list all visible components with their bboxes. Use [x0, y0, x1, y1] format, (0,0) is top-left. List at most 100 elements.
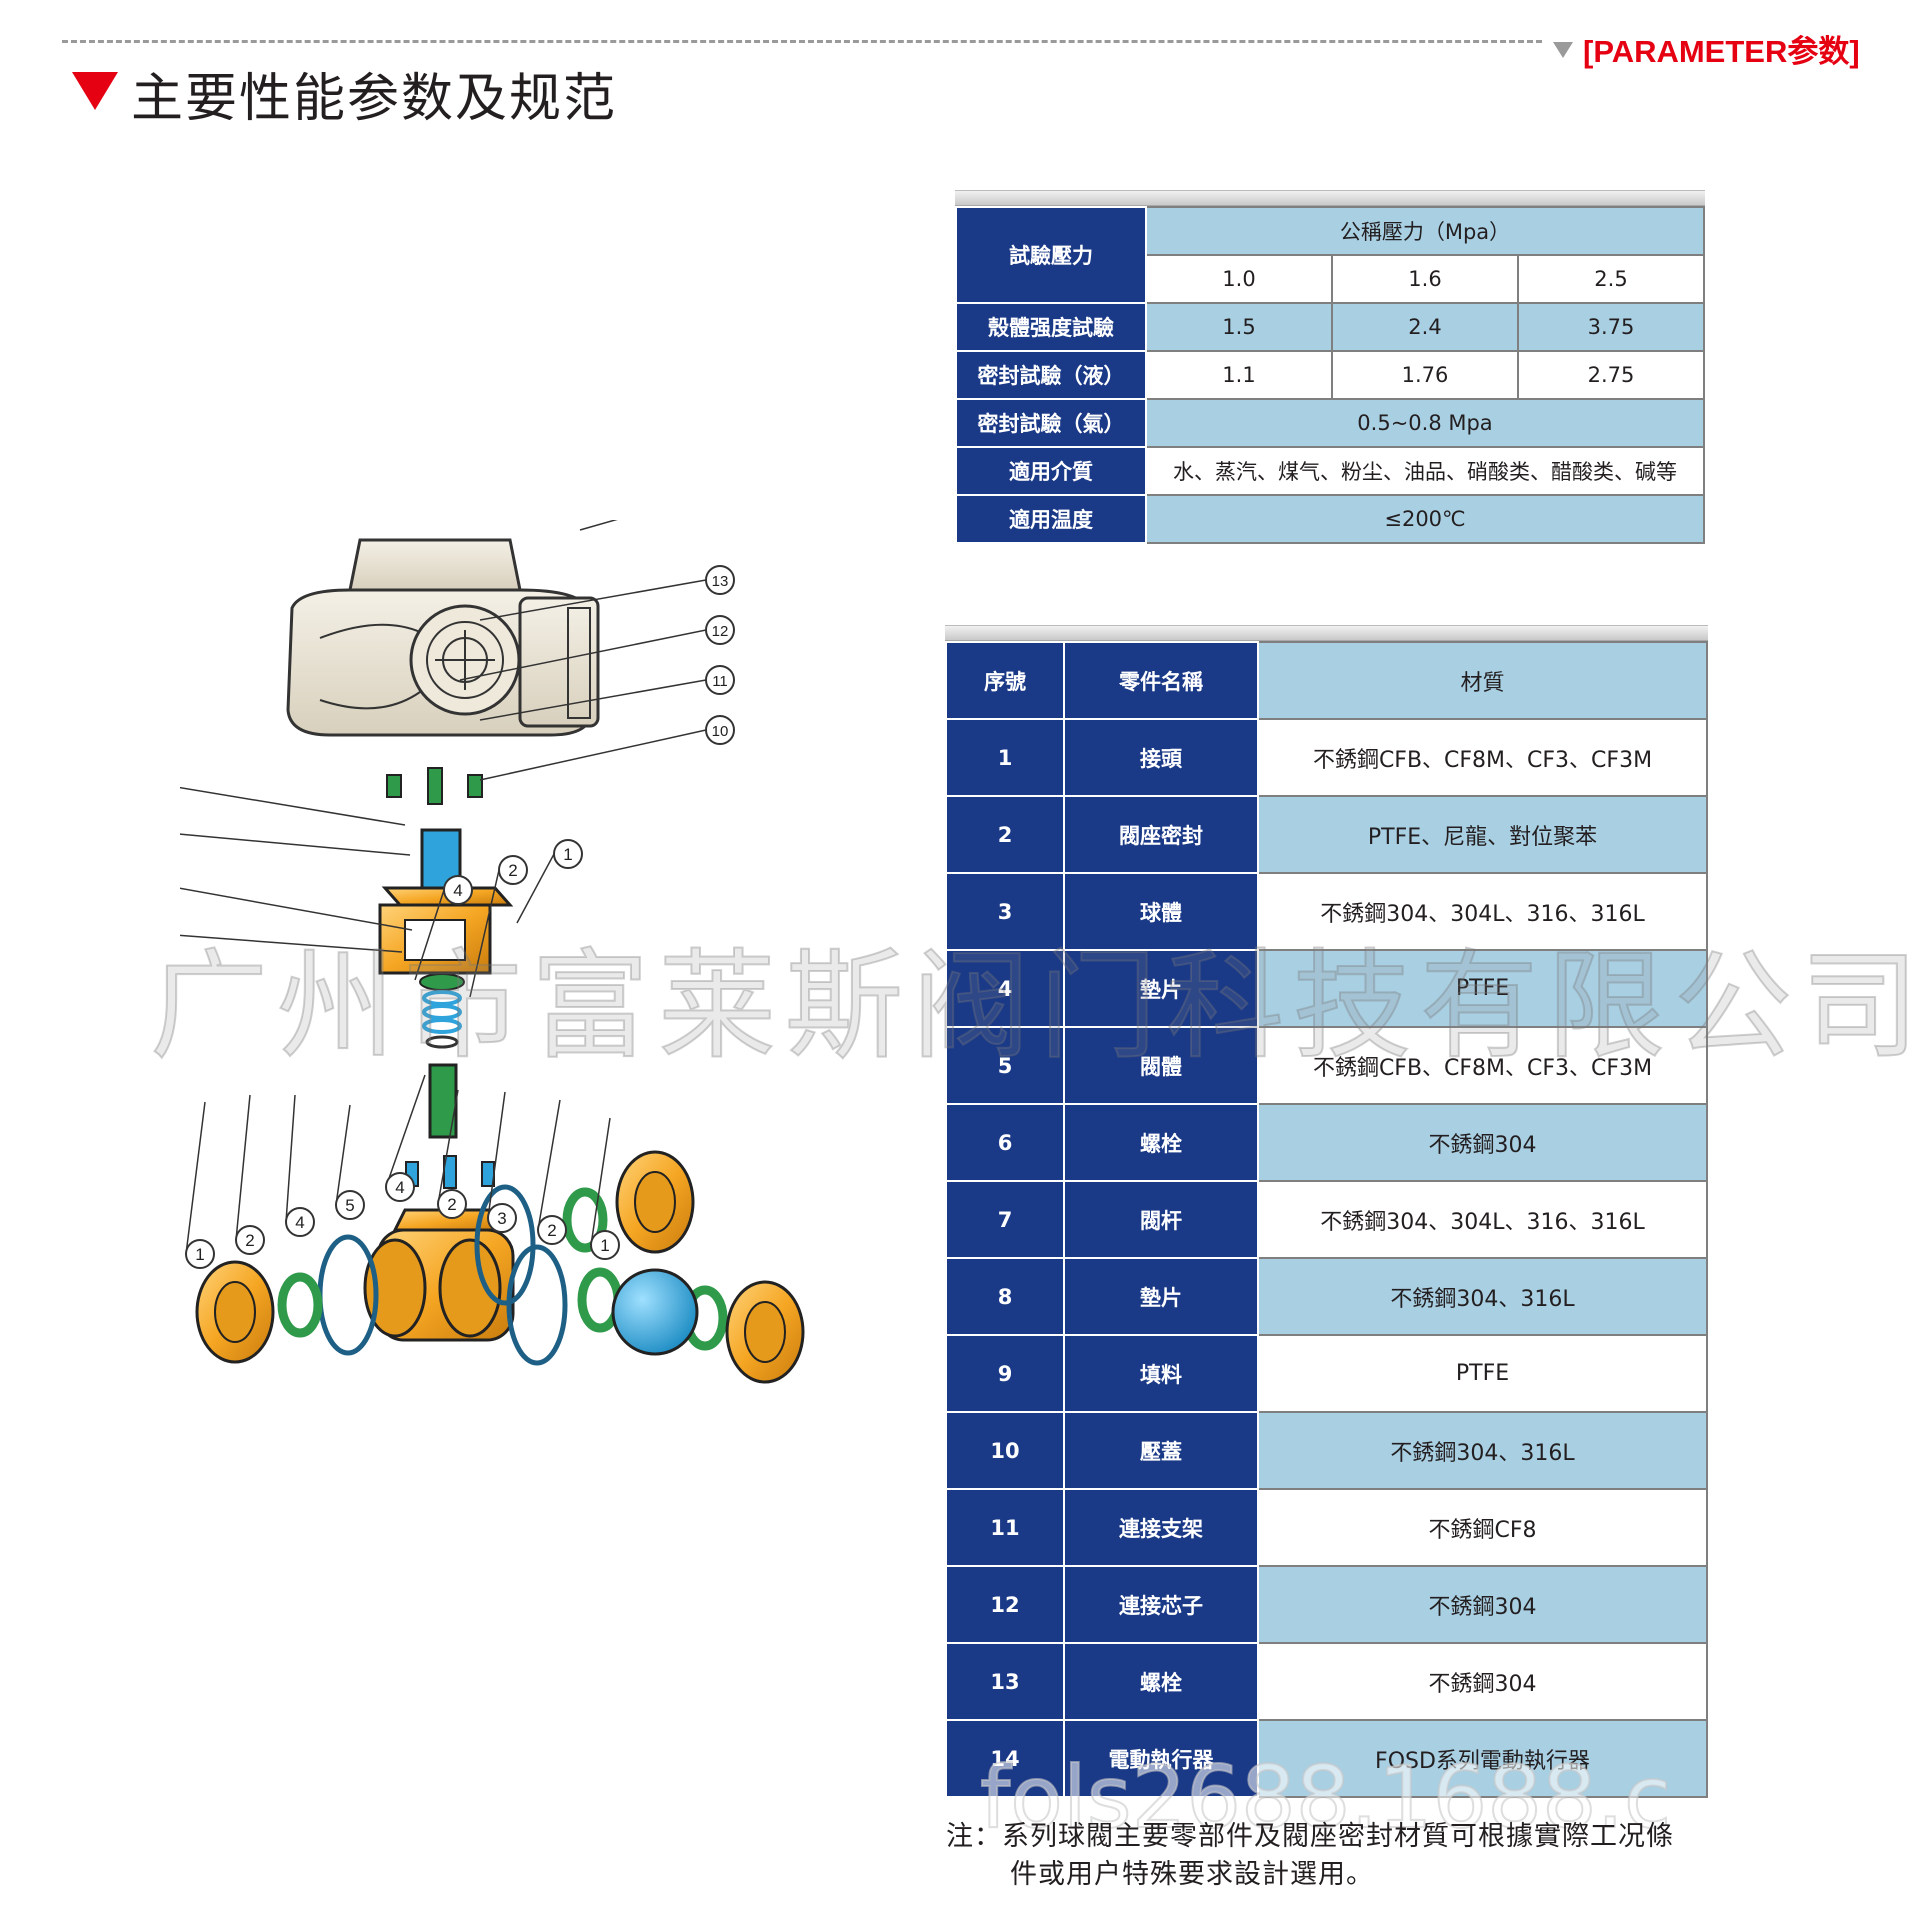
part-callout: 14 — [579, 520, 618, 531]
liquid-seal-value: 1.76 — [1331, 350, 1519, 400]
part-name: 電動執行器 — [1063, 1719, 1259, 1798]
callout-number: 2 — [447, 1195, 456, 1214]
part-no: 3 — [945, 872, 1065, 951]
part-name: 螺栓 — [1063, 1103, 1259, 1182]
part-no: 7 — [945, 1180, 1065, 1259]
part-callout: 4 — [414, 875, 473, 981]
part-no: 10 — [945, 1411, 1065, 1490]
liquid-seal-value: 2.75 — [1517, 350, 1705, 400]
pressure-table-container: 試驗壓力 公稱壓力（Mpa） 1.0 1.6 2.5 殼體强度試驗 1.5 2.… — [955, 190, 1705, 544]
temperature-label: 適用温度 — [955, 494, 1147, 544]
part-callout: 4 — [285, 1094, 315, 1237]
section-marker-icon — [72, 72, 118, 110]
part-material: FOSD系列電動執行器 — [1257, 1719, 1708, 1798]
part-callout: 1 — [185, 1101, 215, 1269]
nominal-value: 2.5 — [1517, 254, 1705, 304]
part-callout: 12 — [459, 615, 735, 681]
header-dashed-rule — [62, 40, 1542, 43]
tag-marker-icon — [1553, 42, 1573, 58]
actuator-bolts — [386, 767, 483, 805]
shell-test-value: 3.75 — [1517, 302, 1705, 352]
nominal-pressure-header: 公稱壓力（Mpa） — [1145, 206, 1705, 256]
part-callout: 1 — [590, 1117, 620, 1260]
callout-number: 1 — [195, 1245, 204, 1264]
part-material: 不銹鋼CF8 — [1257, 1488, 1708, 1567]
exploded-valve-diagram: 14131211109876421124542321 — [180, 520, 805, 1384]
part-callout: 5 — [335, 1104, 365, 1220]
part-material: PTFE、尼龍、對位聚苯 — [1257, 795, 1708, 874]
part-name: 壓蓋 — [1063, 1411, 1259, 1490]
connecting-bracket — [378, 886, 514, 975]
callout-number: 3 — [497, 1209, 506, 1228]
nominal-value: 1.6 — [1331, 254, 1519, 304]
part-no: 14 — [945, 1719, 1065, 1798]
callout-number: 2 — [245, 1231, 254, 1250]
callout-number: 4 — [395, 1178, 404, 1197]
part-name: 球體 — [1063, 872, 1259, 951]
part-material: 不銹鋼304 — [1257, 1565, 1708, 1644]
part-callout: 1 — [516, 839, 583, 924]
valve-body — [363, 1208, 515, 1342]
part-callout: 8 — [180, 833, 411, 856]
body-bolts — [405, 1155, 495, 1189]
shell-test-label: 殼體强度試驗 — [955, 302, 1147, 352]
part-material: 不銹鋼304、316L — [1257, 1257, 1708, 1336]
part-callout: 4 — [385, 1074, 426, 1202]
callout-number: 13 — [712, 573, 729, 590]
part-no: 9 — [945, 1334, 1065, 1413]
callout-number: 10 — [712, 723, 729, 740]
test-pressure-label: 試驗壓力 — [955, 206, 1147, 304]
callout-number: 12 — [712, 623, 729, 640]
part-callout: 6 — [180, 934, 403, 953]
column-header-name: 零件名稱 — [1063, 641, 1259, 720]
valve-ball — [611, 1268, 699, 1356]
part-material: 不銹鋼304、316L — [1257, 1411, 1708, 1490]
part-material: PTFE — [1257, 949, 1708, 1028]
gland-and-packing — [419, 973, 465, 1049]
part-material: 不銹鋼304 — [1257, 1103, 1708, 1182]
page-title: 主要性能参数及规范 — [131, 69, 618, 129]
part-no: 8 — [945, 1257, 1065, 1336]
shell-test-value: 2.4 — [1331, 302, 1519, 352]
callout-number: 11 — [712, 673, 728, 690]
part-no: 12 — [945, 1565, 1065, 1644]
callout-number: 4 — [453, 881, 462, 900]
pressure-table: 試驗壓力 公稱壓力（Mpa） 1.0 1.6 2.5 殼體强度試驗 1.5 2.… — [955, 206, 1705, 544]
footnote: 注：系列球閥主要零部件及閥座密封材質可根據實際工况條 件或用户特殊要求設計選用。 — [946, 1818, 1746, 1894]
part-material: 不銹鋼CFB、CF8M、CF3、CF3M — [1257, 1026, 1708, 1105]
part-callout: 7 — [180, 887, 413, 931]
part-name: 接頭 — [1063, 718, 1259, 797]
part-name: 閥體 — [1063, 1026, 1259, 1105]
gas-seal-label: 密封試驗（氣） — [955, 398, 1147, 448]
part-no: 1 — [945, 718, 1065, 797]
footnote-line-1: 注：系列球閥主要零部件及閥座密封材質可根據實際工况條 — [946, 1821, 1674, 1852]
part-no: 5 — [945, 1026, 1065, 1105]
part-material: 不銹鋼304、304L、316、316L — [1257, 1180, 1708, 1259]
medium-value: 水、蒸汽、煤气、粉尘、油品、硝酸类、醋酸类、碱等 — [1145, 446, 1705, 496]
callout-number: 1 — [600, 1236, 609, 1255]
part-callout: 2 — [437, 1089, 467, 1219]
part-name: 閥杆 — [1063, 1180, 1259, 1259]
part-name: 連接支架 — [1063, 1488, 1259, 1567]
part-no: 2 — [945, 795, 1065, 874]
callout-number: 1 — [563, 845, 572, 864]
part-callout: 2 — [537, 1099, 567, 1245]
part-name: 墊片 — [1063, 949, 1259, 1028]
callout-number: 4 — [295, 1213, 304, 1232]
part-no: 4 — [945, 949, 1065, 1028]
callout-number: 2 — [547, 1221, 556, 1240]
part-callout: 11 — [479, 665, 735, 721]
part-callout: 13 — [479, 565, 735, 621]
part-no: 6 — [945, 1103, 1065, 1182]
